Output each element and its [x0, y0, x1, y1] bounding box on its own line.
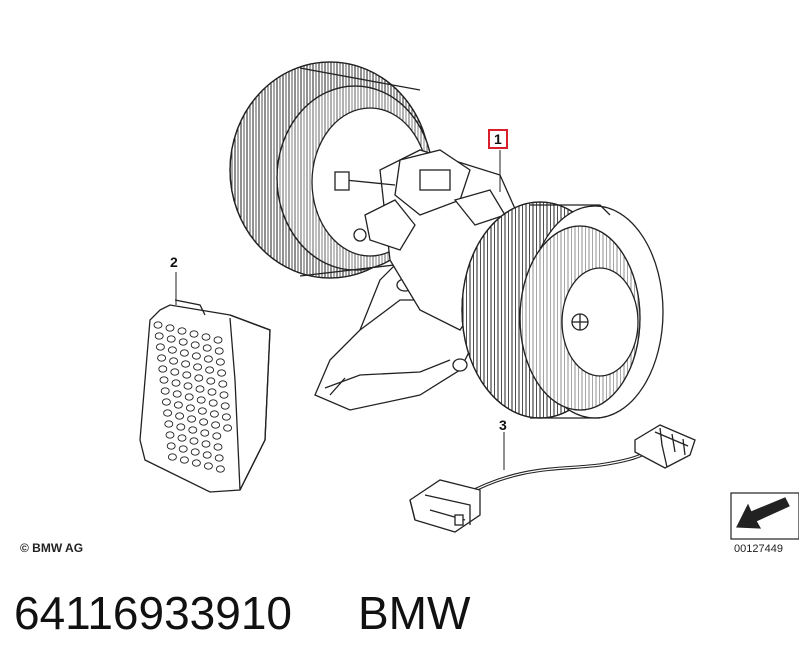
- vent-hole: [178, 338, 188, 346]
- vent-hole: [194, 374, 204, 382]
- vent-hole: [201, 333, 211, 341]
- vent-hole: [158, 365, 168, 373]
- vent-hole: [200, 429, 210, 437]
- leader-lines: [175, 150, 505, 470]
- reference-number: 00127449: [734, 543, 783, 555]
- vent-hole: [169, 357, 179, 365]
- vent-hole: [165, 431, 175, 439]
- vent-hole: [211, 421, 221, 429]
- connector-right: [634, 424, 696, 469]
- vent-hole: [179, 456, 189, 464]
- vent-hole: [223, 424, 233, 432]
- connector-left: [409, 479, 481, 533]
- vent-hole: [157, 354, 167, 362]
- vent-hole: [185, 404, 195, 412]
- vent-hole: [190, 341, 200, 349]
- vent-hole: [220, 402, 230, 410]
- vent-hole: [209, 410, 219, 418]
- vent-hole: [206, 377, 216, 385]
- vent-hole: [191, 459, 201, 467]
- vent-hole: [193, 363, 203, 371]
- vent-hole: [178, 445, 188, 453]
- vent-hole: [155, 343, 165, 351]
- vent-hole: [213, 443, 223, 451]
- vent-hole: [165, 324, 175, 332]
- parts-diagram: [139, 61, 799, 540]
- vent-hole: [190, 448, 200, 456]
- part-number: 64116933910: [14, 587, 292, 639]
- vent-hole: [218, 380, 228, 388]
- vent-hole: [207, 388, 217, 396]
- vent-hole: [177, 434, 187, 442]
- vent-hole: [153, 321, 163, 329]
- vent-hole: [167, 346, 177, 354]
- vent-hole: [175, 412, 185, 420]
- vent-hole: [202, 344, 212, 352]
- vent-hole: [159, 376, 169, 384]
- vent-hole: [212, 432, 222, 440]
- vent-hole: [214, 347, 224, 355]
- vent-hole: [191, 352, 201, 360]
- callout-1-label: 1: [488, 129, 508, 149]
- vent-hole: [199, 418, 209, 426]
- vent-hole: [189, 437, 199, 445]
- vent-hole: [154, 332, 164, 340]
- resistor-vents: [153, 321, 233, 473]
- vent-hole: [208, 399, 218, 407]
- vent-hole: [203, 355, 213, 363]
- vent-hole: [181, 360, 191, 368]
- vent-hole: [215, 465, 225, 473]
- vent-hole: [196, 396, 206, 404]
- vent-hole: [182, 371, 192, 379]
- callout-3[interactable]: 3: [499, 417, 507, 433]
- vent-hole: [217, 369, 227, 377]
- vent-hole: [197, 407, 207, 415]
- vent-hole: [166, 335, 176, 343]
- vent-hole: [221, 413, 231, 421]
- vent-hole: [213, 336, 223, 344]
- brand-name: BMW: [358, 587, 471, 639]
- vent-hole: [189, 330, 199, 338]
- vent-hole: [184, 393, 194, 401]
- vent-hole: [201, 440, 211, 448]
- vent-hole: [177, 327, 187, 335]
- copyright-text: © BMW AG: [20, 541, 84, 555]
- vent-hole: [187, 415, 197, 423]
- vent-hole: [195, 385, 205, 393]
- vent-hole: [171, 379, 181, 387]
- vent-hole: [161, 398, 171, 406]
- vent-hole: [202, 451, 212, 459]
- vent-hole: [203, 462, 213, 470]
- vent-hole: [164, 420, 174, 428]
- vent-hole: [188, 426, 198, 434]
- vent-hole: [176, 423, 186, 431]
- vent-hole: [172, 390, 182, 398]
- arrow-corner-icon: [730, 492, 799, 540]
- vent-hole: [163, 409, 173, 417]
- vent-hole: [183, 382, 193, 390]
- right-fan-wheel: [461, 201, 664, 419]
- vent-hole: [160, 387, 170, 395]
- vent-hole: [167, 453, 177, 461]
- vent-hole: [166, 442, 176, 450]
- vent-hole: [205, 366, 215, 374]
- blower-motor: [229, 61, 664, 419]
- wiring-harness: [409, 424, 696, 533]
- vent-hole: [219, 391, 229, 399]
- callout-1[interactable]: 1: [488, 129, 508, 149]
- vent-hole: [215, 358, 225, 366]
- blower-resistor: [139, 299, 271, 493]
- vent-hole: [214, 454, 224, 462]
- vent-hole: [179, 349, 189, 357]
- callout-2[interactable]: 2: [170, 254, 178, 270]
- vent-hole: [173, 401, 183, 409]
- vent-hole: [170, 368, 180, 376]
